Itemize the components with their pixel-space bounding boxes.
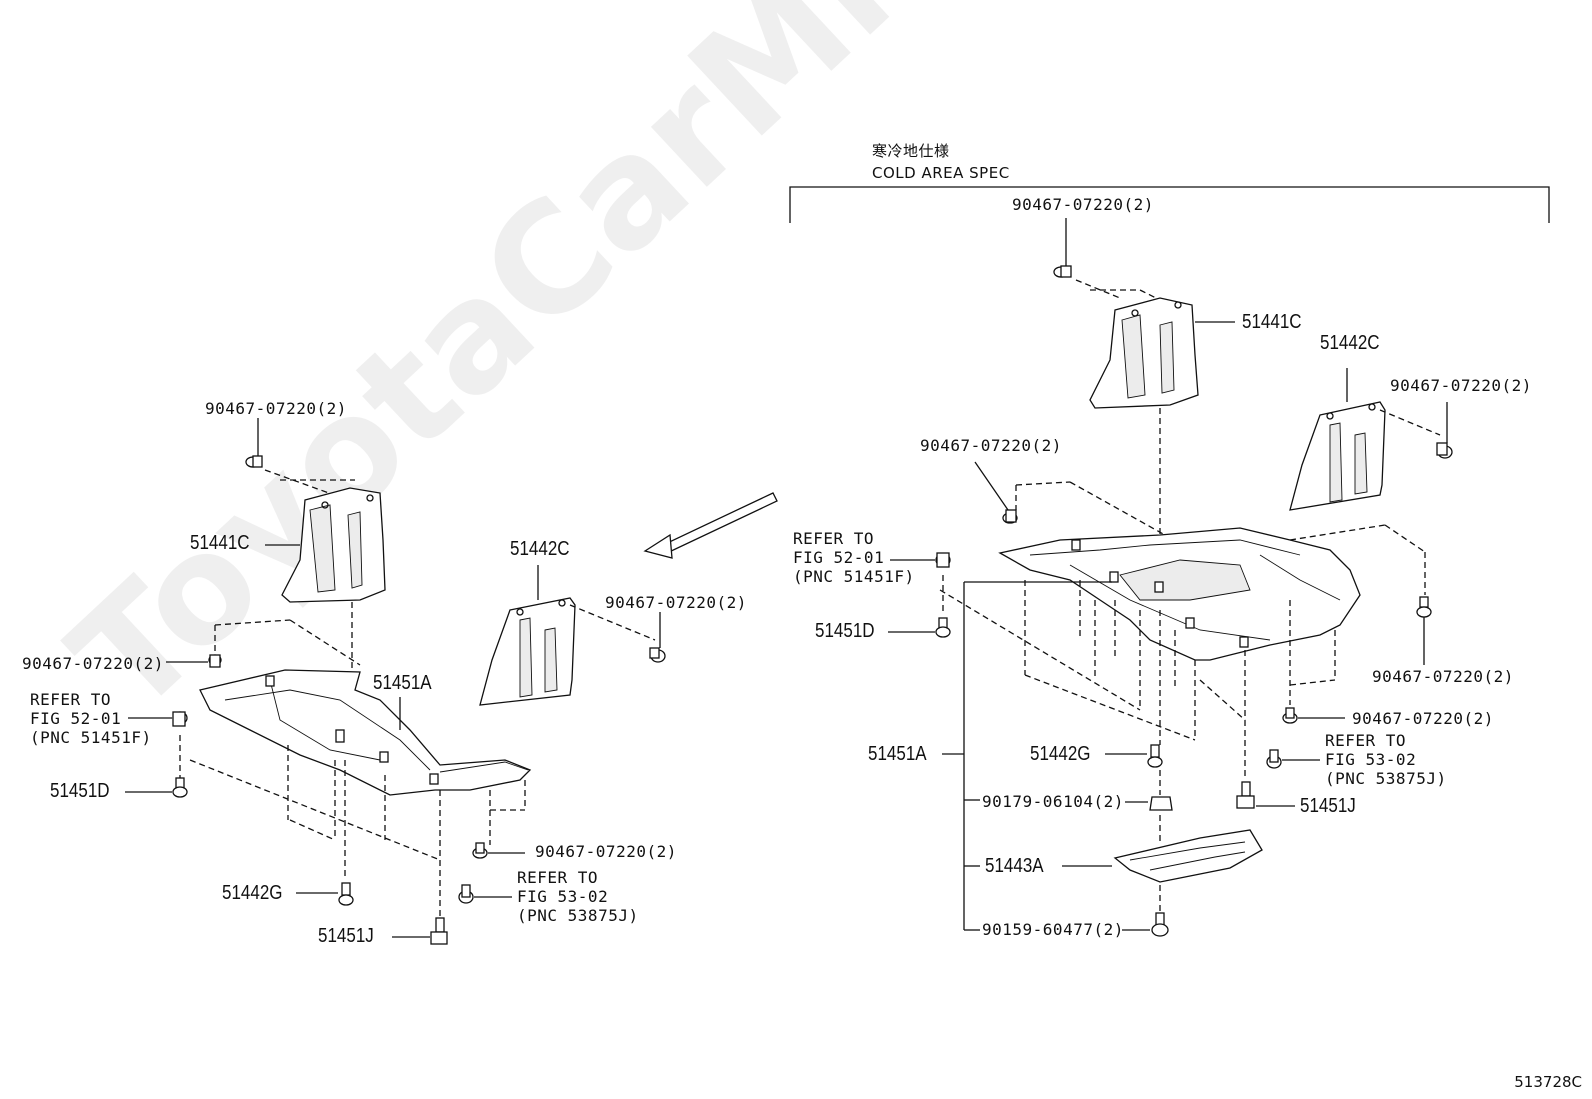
right-label-tray: 51451A bbox=[868, 743, 927, 765]
right-label-cover-a: 51443A bbox=[985, 855, 1044, 877]
left-tray-51451a-icon bbox=[199, 669, 532, 796]
left-label-nut-g: 51442G bbox=[222, 882, 283, 904]
right-label-bolt-right2: 90467-07220(2) bbox=[1352, 709, 1494, 728]
right-nut-90179-icon bbox=[1149, 796, 1173, 811]
left-clip-51451d-icon bbox=[172, 777, 188, 798]
right-label-refer2-l1: REFER TO bbox=[1325, 731, 1407, 750]
right-label-nut-g: 51442G bbox=[1030, 743, 1091, 765]
cold-area-spec-jp: 寒冷地仕様 bbox=[872, 142, 950, 160]
left-label-bolt-side: 90467-07220(2) bbox=[605, 593, 747, 612]
left-label-refer2-l2: FIG 53-02 bbox=[517, 887, 609, 906]
left-assembly bbox=[125, 418, 666, 945]
right-assembly bbox=[789, 186, 1550, 937]
right-tray-51451a-icon bbox=[998, 527, 1361, 661]
right-label-refer1-l2: FIG 52-01 bbox=[793, 548, 885, 567]
left-refer2-clip-icon bbox=[458, 884, 474, 904]
right-label-bolt-top: 90467-07220(2) bbox=[1012, 195, 1154, 214]
cold-area-spec-en: COLD AREA SPEC bbox=[872, 164, 1010, 182]
right-label-bolt-j: 51451J bbox=[1300, 795, 1356, 817]
right-label-bolt-right: 90467-07220(2) bbox=[1372, 667, 1514, 686]
right-cover-51441c-icon bbox=[1089, 297, 1199, 409]
right-cover-51442c-icon bbox=[1289, 401, 1386, 511]
left-label-bolt-bottom: 90467-07220(2) bbox=[535, 842, 677, 861]
right-label-cover-side: 51442C bbox=[1320, 332, 1380, 354]
cold-area-bracket bbox=[789, 186, 1550, 223]
left-label-bolt-j: 51451J bbox=[318, 925, 374, 947]
left-label-refer1-l2: FIG 52-01 bbox=[30, 709, 122, 728]
right-clip-51451d-icon bbox=[935, 617, 951, 638]
right-refer-clip-icon bbox=[935, 552, 951, 568]
left-label-refer1-l1: REFER TO bbox=[30, 690, 112, 709]
left-label-refer2-l1: REFER TO bbox=[517, 868, 599, 887]
right-label-clip-d: 51451D bbox=[815, 620, 875, 642]
right-nut-51442g-icon bbox=[1147, 744, 1163, 768]
direction-arrow-icon bbox=[643, 492, 778, 559]
right-label-cover-front: 51441C bbox=[1242, 311, 1302, 333]
right-label-nut-90179: 90179-06104(2) bbox=[982, 792, 1124, 811]
left-bolt-51451j-icon bbox=[430, 917, 448, 945]
right-bolt-left-icon bbox=[1002, 509, 1018, 524]
right-label-refer2-l2: FIG 53-02 bbox=[1325, 750, 1417, 769]
left-label-cover-side: 51442C bbox=[510, 538, 570, 560]
right-bolt-right-icon bbox=[1416, 596, 1432, 665]
right-bolt-90159-icon bbox=[1151, 912, 1169, 937]
right-label-bolt-90159: 90159-60477(2) bbox=[982, 920, 1124, 939]
left-bolt-side-icon bbox=[649, 612, 666, 663]
left-label-refer1-l3: (PNC 51451F) bbox=[30, 728, 152, 747]
left-bolt-top-icon bbox=[245, 418, 263, 468]
left-cover-51442c-icon bbox=[479, 597, 576, 706]
right-bolt-right2-icon bbox=[1282, 707, 1298, 724]
right-label-refer1-l1: REFER TO bbox=[793, 529, 875, 548]
left-refer-clip-icon bbox=[172, 711, 188, 727]
right-bolt-top-icon bbox=[1053, 218, 1072, 278]
right-label-bolt-left: 90467-07220(2) bbox=[920, 436, 1062, 455]
left-bolt-left-icon bbox=[208, 654, 222, 668]
left-label-clip-d: 51451D bbox=[50, 780, 110, 802]
right-bolt-51451j-icon bbox=[1236, 781, 1255, 809]
right-bolt-side-icon bbox=[1436, 402, 1453, 459]
right-refer2-clip-icon bbox=[1266, 749, 1282, 769]
left-label-bolt-top: 90467-07220(2) bbox=[205, 399, 347, 418]
left-cover-51441c-icon bbox=[281, 487, 386, 603]
left-label-bolt-left: 90467-07220(2) bbox=[22, 654, 164, 673]
left-label-tray: 51451A bbox=[373, 672, 432, 694]
right-label-bolt-side: 90467-07220(2) bbox=[1390, 376, 1532, 395]
left-bolt-bottom-icon bbox=[472, 842, 488, 859]
left-label-refer2-l3: (PNC 53875J) bbox=[517, 906, 639, 925]
right-label-refer2-l3: (PNC 53875J) bbox=[1325, 769, 1447, 788]
left-nut-51442g-icon bbox=[338, 882, 354, 906]
right-label-refer1-l3: (PNC 51451F) bbox=[793, 567, 915, 586]
drawing-number: 513728C bbox=[1514, 1073, 1582, 1091]
left-label-cover-front: 51441C bbox=[190, 532, 250, 554]
right-cover-51443a-icon bbox=[1113, 829, 1263, 883]
